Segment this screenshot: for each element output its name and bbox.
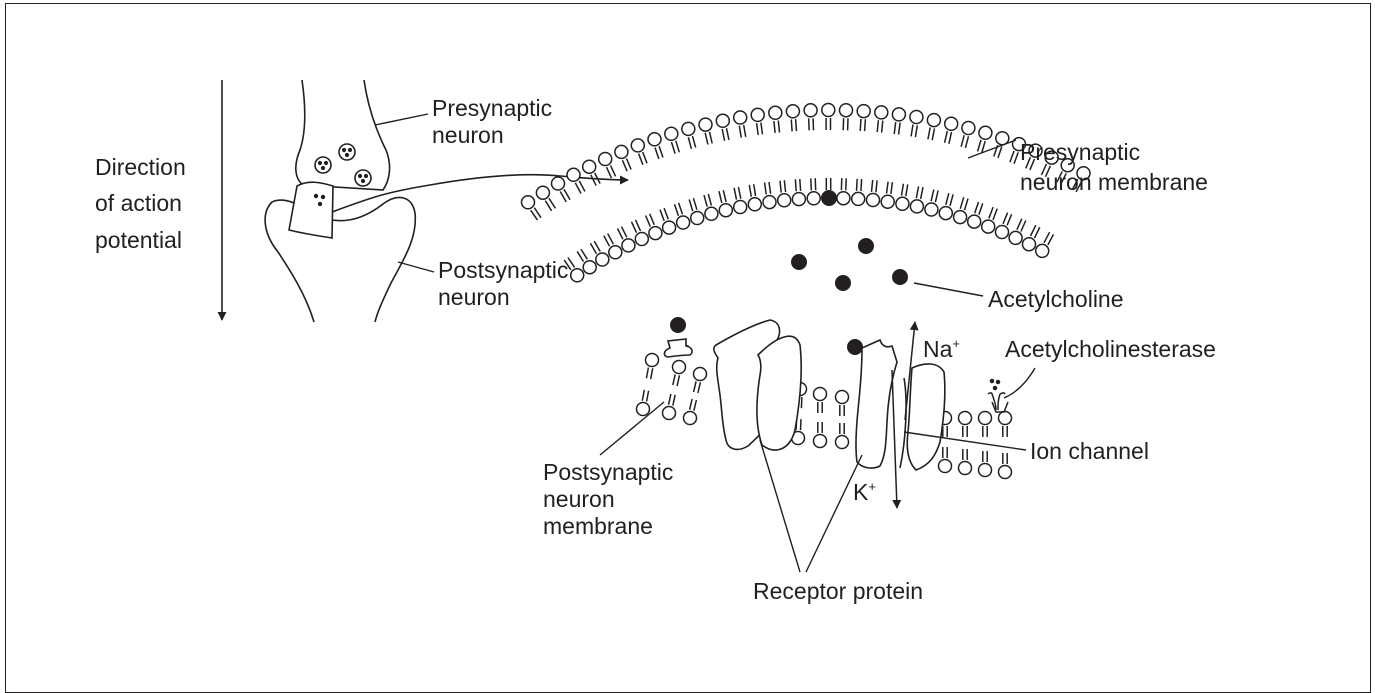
phospholipid xyxy=(959,412,972,475)
acetylcholine-label: Acetylcholine xyxy=(988,286,1124,312)
receptor-protein-left xyxy=(664,320,801,450)
acetylcholine-leader xyxy=(914,283,983,296)
postsynaptic-membrane-label-line2: neuron xyxy=(543,486,615,512)
magnified-region-box xyxy=(289,182,333,238)
phospholipid xyxy=(968,132,1009,228)
receptor-protein-leader-left xyxy=(760,440,800,572)
presynaptic-membrane-label-line1: Presynaptic xyxy=(1020,139,1140,165)
presynaptic-membrane-leader xyxy=(968,140,1016,158)
zoom-arrow xyxy=(332,175,628,212)
direction-label-line2: of action xyxy=(95,190,182,216)
sodium-charge: + xyxy=(952,336,960,351)
phospholipid xyxy=(786,105,805,206)
postsynaptic-neuron-label-line1: Postsynaptic xyxy=(438,257,568,283)
direction-label-line1: Direction xyxy=(95,154,186,180)
phospholipid xyxy=(637,354,659,416)
phospholipid xyxy=(631,139,675,234)
postsynaptic-membrane-bilayer xyxy=(637,345,1012,479)
potassium-charge: + xyxy=(868,479,876,494)
ion-channel-label: Ion channel xyxy=(1030,438,1149,464)
phospholipid xyxy=(684,368,707,425)
phospholipid xyxy=(837,104,853,205)
acetylcholine-molecule xyxy=(858,238,874,254)
phospholipid xyxy=(939,122,975,220)
phospholipid xyxy=(663,361,686,420)
acetylcholine-molecule xyxy=(892,269,908,285)
sodium-label: Na+ xyxy=(923,336,960,362)
postsynaptic-membrane-label-line3: membrane xyxy=(543,513,653,539)
phospholipid xyxy=(682,122,718,220)
phospholipid xyxy=(648,133,690,229)
postsynaptic-neuron-leader xyxy=(398,262,434,272)
presynaptic-neuron-overview xyxy=(296,80,390,199)
postsynaptic-neuron-overview xyxy=(265,198,415,322)
phospholipid xyxy=(852,105,871,206)
postsynaptic-membrane-leader xyxy=(600,402,664,455)
presynaptic-neuron-label-line2: neuron xyxy=(432,122,504,148)
acetylcholinesterase-enzyme xyxy=(988,380,1005,411)
presynaptic-neuron-leader xyxy=(375,114,428,125)
synaptic-vesicle xyxy=(355,170,371,186)
phospholipid xyxy=(999,412,1012,479)
phospholipid xyxy=(769,106,791,207)
phospholipid xyxy=(954,126,992,223)
phospholipid xyxy=(804,104,820,205)
synaptic-vesicle xyxy=(339,144,355,160)
phospholipid xyxy=(814,388,827,448)
receptor-protein-leader-right xyxy=(806,455,862,572)
synaptic-vesicle xyxy=(315,157,331,173)
phospholipid xyxy=(822,104,835,205)
acetylcholine-molecule xyxy=(847,339,863,355)
phospholipid xyxy=(867,106,888,207)
receptor-protein-label: Receptor protein xyxy=(753,578,923,604)
phospholipid xyxy=(836,391,849,449)
acetylcholine-molecule xyxy=(670,317,686,333)
acetylcholine-molecule xyxy=(791,254,807,270)
presynaptic-membrane-label-line2: neuron membrane xyxy=(1020,169,1208,195)
acetylcholine-molecule xyxy=(821,190,837,206)
phospholipid xyxy=(982,138,1026,234)
postsynaptic-neuron-label-line2: neuron xyxy=(438,284,510,310)
postsynaptic-membrane-label-line1: Postsynaptic xyxy=(543,459,673,485)
acetylcholinesterase-label: Acetylcholinesterase xyxy=(1005,336,1216,362)
presynaptic-neuron-label-line1: Presynaptic xyxy=(432,95,552,121)
acetylcholinesterase-leader xyxy=(1004,368,1035,398)
presynaptic-membrane-bilayer xyxy=(522,104,1091,282)
potassium-flow-arrow xyxy=(892,370,897,508)
phospholipid xyxy=(665,127,704,224)
acetylcholine-molecule xyxy=(835,275,851,291)
direction-label-line3: potential xyxy=(95,227,182,253)
potassium-label: K+ xyxy=(853,479,876,505)
